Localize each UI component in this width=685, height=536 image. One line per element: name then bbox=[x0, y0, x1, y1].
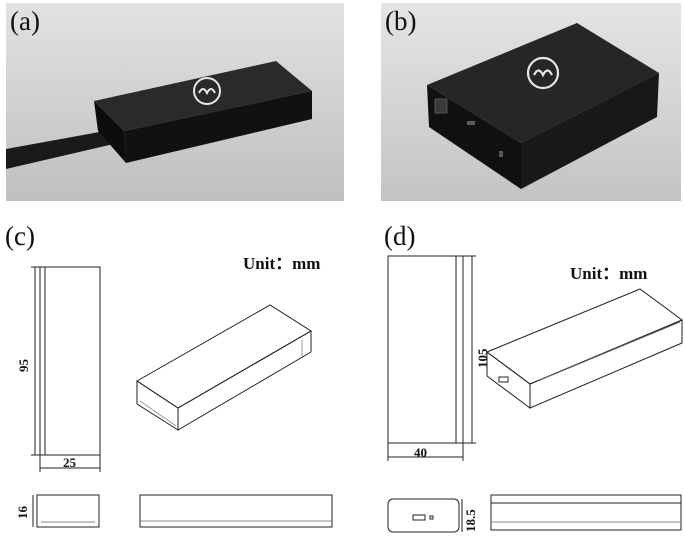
circular-logo-icon bbox=[526, 56, 560, 90]
photo-panel-b bbox=[381, 3, 681, 201]
depth-dim-label-c: 16 bbox=[15, 506, 30, 519]
height-dim-label-c: 95 bbox=[16, 359, 31, 372]
depth-dim-label-d: 18.5 bbox=[463, 509, 478, 532]
panel-label-b: (b) bbox=[385, 6, 417, 36]
panel-label-d: (d) bbox=[384, 221, 416, 251]
device-b-photo bbox=[427, 23, 659, 189]
width-dim-label-d: 40 bbox=[414, 445, 427, 460]
unit-label-d: Unit：mm bbox=[570, 264, 648, 283]
device-a-photo bbox=[6, 61, 312, 169]
panel-label-c: (c) bbox=[5, 221, 35, 251]
panel-label-a: (a) bbox=[10, 6, 40, 36]
unit-label-c: Unit：mm bbox=[243, 254, 321, 273]
end-view-c bbox=[36, 494, 100, 528]
photo-panel-a bbox=[6, 3, 344, 201]
front-view-d bbox=[387, 255, 464, 444]
usb-port-icon bbox=[498, 376, 509, 383]
isometric-view-c bbox=[136, 304, 312, 431]
width-dim-label-c: 25 bbox=[63, 455, 76, 470]
end-view-d bbox=[387, 498, 460, 533]
isometric-view-d bbox=[485, 288, 684, 409]
circular-logo-icon bbox=[193, 77, 221, 105]
side-view-d bbox=[490, 494, 682, 531]
height-dim-label-d: 105 bbox=[475, 348, 490, 369]
side-view-c bbox=[139, 494, 333, 528]
front-view-c bbox=[39, 266, 101, 456]
usb-port-icon bbox=[467, 121, 475, 125]
power-jack-icon bbox=[434, 98, 448, 114]
